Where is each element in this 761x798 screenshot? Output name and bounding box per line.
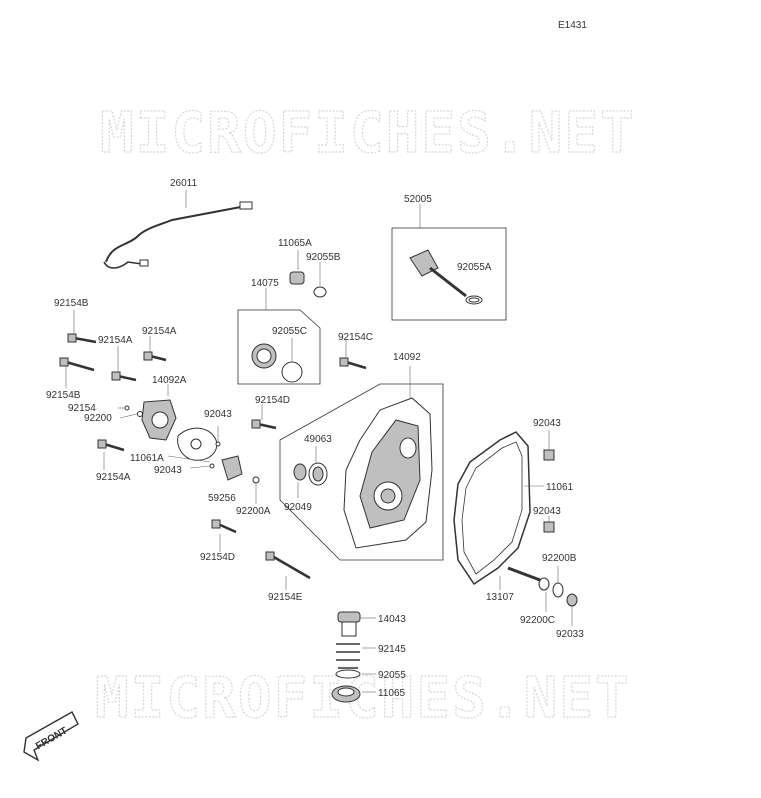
plug-14075-part (251, 288, 303, 383)
part-label: 92154C (338, 332, 373, 343)
part-label: 11065A (278, 238, 312, 249)
front-label: FRONT (34, 725, 69, 752)
part-label: 92055A (457, 262, 492, 273)
dipstick-part (409, 204, 483, 305)
part-label: 13107 (486, 592, 514, 603)
part-label: 92154B (46, 390, 81, 401)
part-label: 92154A (98, 335, 133, 346)
part-label: 92200A (236, 506, 271, 517)
part-label: 14092 (393, 352, 421, 363)
part-label: 92154 (68, 403, 96, 414)
part-label: 14092A (152, 375, 187, 386)
bolts-left-part (59, 310, 367, 590)
part-label: 49063 (304, 434, 332, 445)
wire-harness-part (103, 190, 253, 269)
part-label: 92145 (378, 644, 406, 655)
part-label: 14075 (251, 278, 279, 289)
part-label: 92055 (378, 670, 406, 681)
part-label: 11061A (130, 453, 164, 464)
water-pump-part (118, 384, 218, 461)
part-label: 92154A (142, 326, 177, 337)
impeller-part (167, 426, 260, 504)
front-arrow-icon: FRONT (23, 711, 79, 762)
gasket-part (453, 431, 544, 586)
watermark-top: MICROFICHES.NET (100, 101, 636, 166)
part-label: 92154B (54, 298, 89, 309)
shaft-13107-part (499, 566, 578, 626)
part-label: 11061 (546, 482, 574, 493)
cap-11065a-part (289, 250, 327, 298)
part-label: 92043 (533, 418, 561, 429)
part-label: 92055B (306, 252, 341, 263)
part-label: 14043 (378, 614, 406, 625)
part-label: 92154E (268, 592, 303, 603)
part-label: 92043 (204, 409, 232, 420)
part-label: 92043 (533, 506, 561, 517)
crankcase-cover-part (343, 366, 433, 549)
part-label: 92200B (542, 553, 577, 564)
part-label: 92033 (556, 629, 584, 640)
part-label: 92154D (200, 552, 235, 563)
group-box-52005 (391, 227, 507, 321)
group-box-14075 (237, 309, 321, 385)
diagram-code: E1431 (558, 20, 587, 31)
dowel-pins-part (543, 430, 555, 533)
part-label: 92200 (84, 413, 112, 424)
part-label: 92055C (272, 326, 307, 337)
part-label: 92043 (154, 465, 182, 476)
part-labels: 26011 52005 11065A 92055B 14075 92055A 9… (46, 178, 584, 699)
seal-part (293, 446, 328, 498)
part-label: 11065 (378, 688, 406, 699)
group-box-14092 (279, 383, 444, 561)
part-label: 52005 (404, 194, 432, 205)
part-label: 92049 (284, 502, 312, 513)
part-label: 92154A (96, 472, 131, 483)
part-label: 26011 (170, 178, 198, 189)
part-label: 92154D (255, 395, 290, 406)
drain-stack-part (331, 611, 376, 703)
part-label: 92200C (520, 615, 555, 626)
part-label: 59256 (208, 493, 236, 504)
watermark-bottom: MICROFICHES.NET (95, 666, 631, 731)
